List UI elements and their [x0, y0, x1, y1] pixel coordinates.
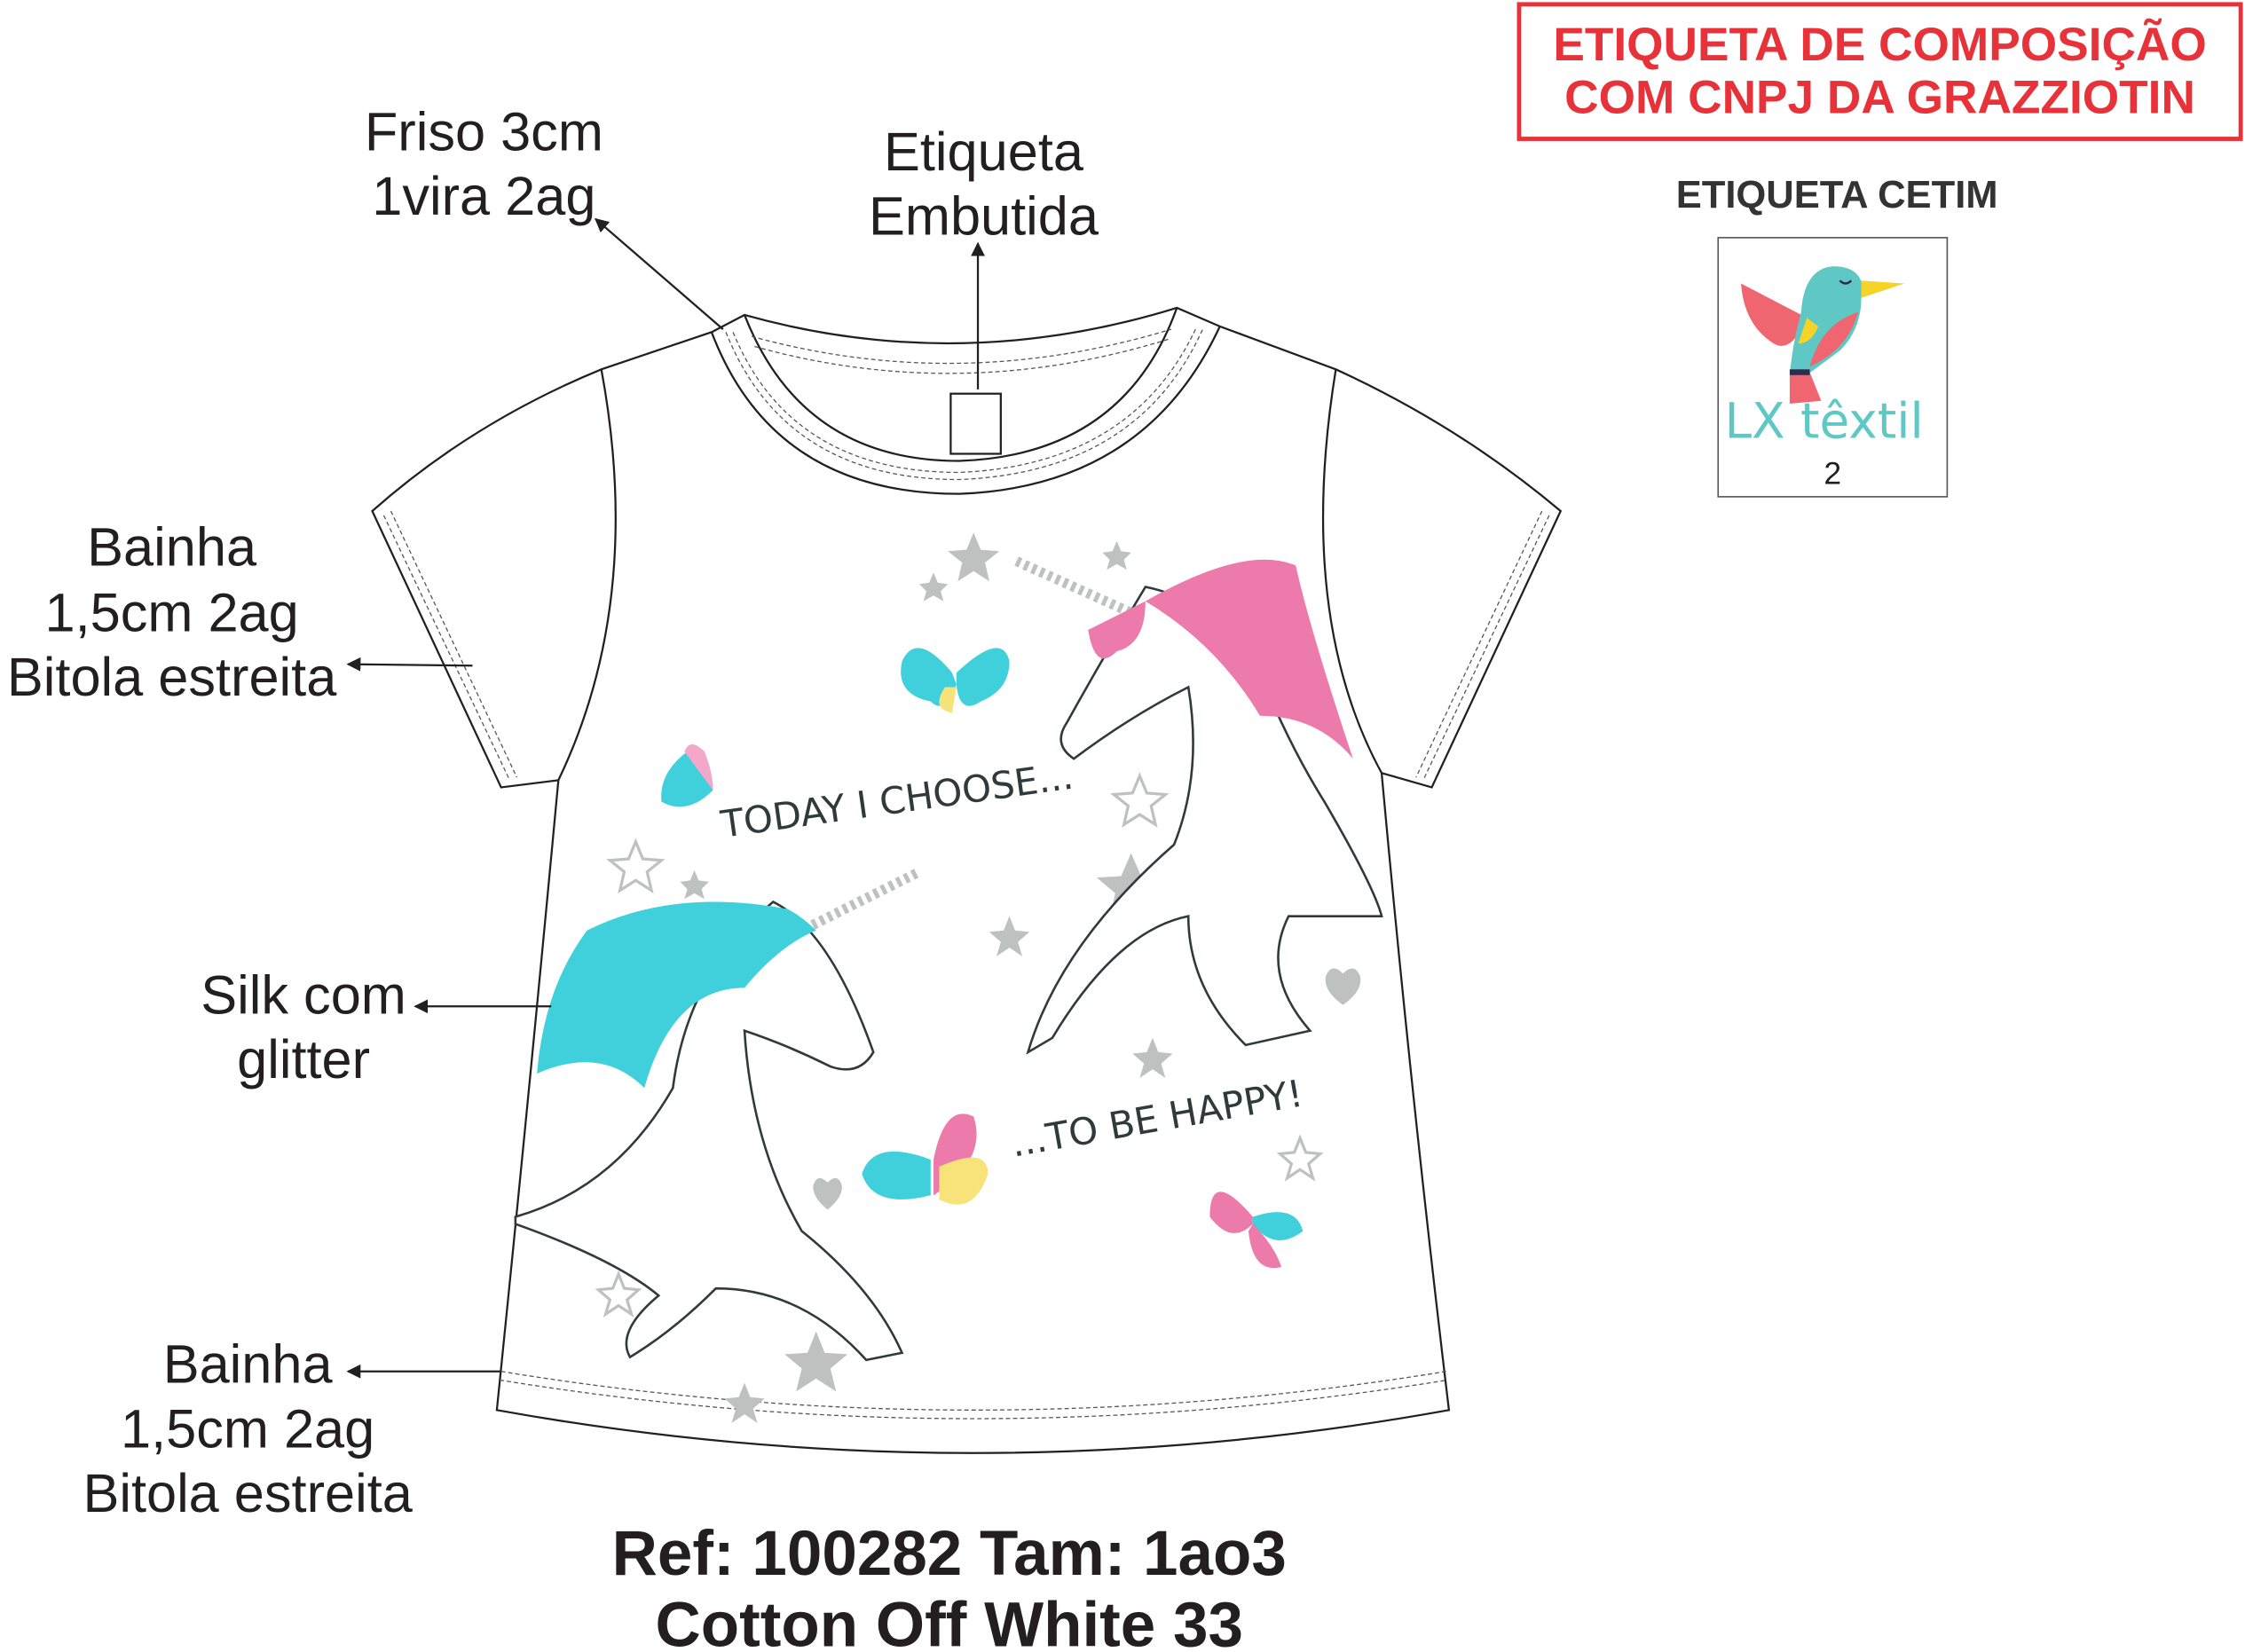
- svg-text:Etiqueta: Etiqueta: [884, 121, 1084, 182]
- composition-label-line2: COM CNPJ DA GRAZZIOTIN: [1564, 71, 2195, 123]
- annotation-silk: Silk com glitter: [201, 964, 406, 1090]
- satin-label: LX têxtil 2: [1717, 237, 1949, 498]
- annotation-friso: Friso 3cm 1vira 2ag: [365, 100, 603, 226]
- svg-text:Bainha: Bainha: [87, 515, 257, 577]
- svg-text:1,5cm 2ag: 1,5cm 2ag: [45, 582, 299, 643]
- svg-text:Friso 3cm: Friso 3cm: [365, 100, 603, 161]
- svg-text:glitter: glitter: [237, 1028, 370, 1090]
- print-text-to-be-happy: ...TO BE HAPPY!: [1008, 1072, 1306, 1166]
- satin-label-title: ETIQUETA CETIM: [1676, 174, 1998, 216]
- svg-text:Bitola estreita: Bitola estreita: [83, 1462, 413, 1523]
- pink-unicorn: [1014, 556, 1383, 1055]
- svg-text:Bitola estreita: Bitola estreita: [7, 646, 337, 707]
- satin-label-size: 2: [1824, 455, 1841, 491]
- annotation-bainha-barra: Bainha 1,5cm 2ag Bitola estreita: [83, 1333, 413, 1523]
- butterfly-icons: [661, 648, 1304, 1269]
- svg-text:Silk com: Silk com: [201, 964, 406, 1025]
- composition-label-line1: ETIQUETA DE COMPOSIÇÃO: [1553, 18, 2206, 71]
- svg-text:Bainha: Bainha: [163, 1333, 334, 1395]
- outline-star-icons: [595, 772, 1324, 1318]
- svg-text:Embutida: Embutida: [869, 185, 1099, 247]
- annotation-etiqueta-embutida: Etiqueta Embutida: [869, 121, 1099, 247]
- svg-text:1,5cm 2ag: 1,5cm 2ag: [121, 1397, 374, 1459]
- annotation-bainha-manga: Bainha 1,5cm 2ag Bitola estreita: [7, 515, 337, 707]
- t-shirt-flat-sketch: [371, 306, 1563, 1454]
- fabric-line: Cotton Off White 33: [656, 1591, 1243, 1652]
- callout-arrows: [346, 217, 985, 1379]
- blue-unicorn: [514, 869, 919, 1362]
- embedded-label: [949, 392, 1002, 455]
- reference-line: Ref: 100282 Tam: 1ao3: [612, 1519, 1287, 1589]
- brand-logo-text: LX têxtil: [1724, 393, 1923, 450]
- unicorn-print: TODAY I CHOOSE... ...TO BE HAPPY!: [514, 532, 1383, 1423]
- composition-label-box: ETIQUETA DE COMPOSIÇÃO COM CNPJ DA GRAZZ…: [1516, 2, 2243, 141]
- hummingbird-logo-icon: [1741, 266, 1904, 405]
- svg-text:1vira 2ag: 1vira 2ag: [372, 165, 595, 226]
- print-text-today-i-choose: TODAY I CHOOSE...: [717, 754, 1075, 846]
